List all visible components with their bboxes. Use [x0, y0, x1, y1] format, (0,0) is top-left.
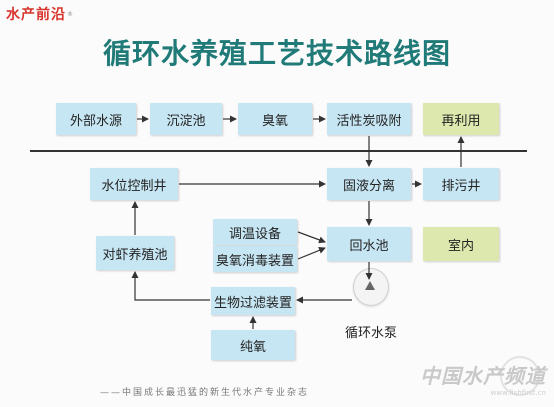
node-solid-liquid-separation: 固液分离	[327, 168, 411, 200]
pump-icon	[365, 281, 375, 290]
node-ozone: 臭氧	[238, 103, 312, 135]
arrow-temp-to-return	[297, 231, 326, 244]
logo-text: 水产前沿	[6, 7, 66, 23]
divider-line	[30, 150, 527, 152]
watermark: 中国水产频道 www.fishfirst.cn	[420, 360, 546, 397]
arrow-biofilter-to-pond	[131, 271, 210, 301]
node-indoor: 室内	[423, 227, 499, 261]
node-temperature-device: 调温设备	[213, 219, 297, 245]
registered-mark: ®	[67, 11, 74, 18]
watermark-url: www.fishfirst.cn	[490, 389, 546, 397]
globe-icon	[500, 356, 540, 396]
footer-slogan: ——中国成长最迅猛的新生代水产专业杂志	[100, 388, 310, 398]
arrow-ozone-disinfect-to-return	[297, 247, 326, 260]
node-return-pool: 回水池	[327, 227, 411, 261]
node-pure-oxygen: 纯氧	[211, 330, 295, 360]
node-sedimentation: 沉淀池	[150, 103, 222, 135]
page-title: 循环水养殖工艺技术路线图	[102, 37, 451, 70]
node-activated-carbon: 活性炭吸附	[327, 103, 411, 135]
node-reuse: 再利用	[423, 103, 499, 135]
node-ozone-disinfection: 臭氧消毒装置	[213, 246, 297, 272]
node-drain-well: 排污井	[423, 168, 499, 200]
node-shrimp-pond: 对虾养殖池	[96, 236, 174, 270]
node-level-control-well: 水位控制井	[90, 168, 178, 200]
pump-label: 循环水泵	[344, 326, 397, 341]
watermark-text: 中国水产频道	[420, 364, 546, 388]
logo: 水产前沿®	[6, 5, 74, 25]
node-biofilter: 生物过滤装置	[211, 287, 295, 315]
node-water-source: 外部水源	[56, 103, 136, 135]
